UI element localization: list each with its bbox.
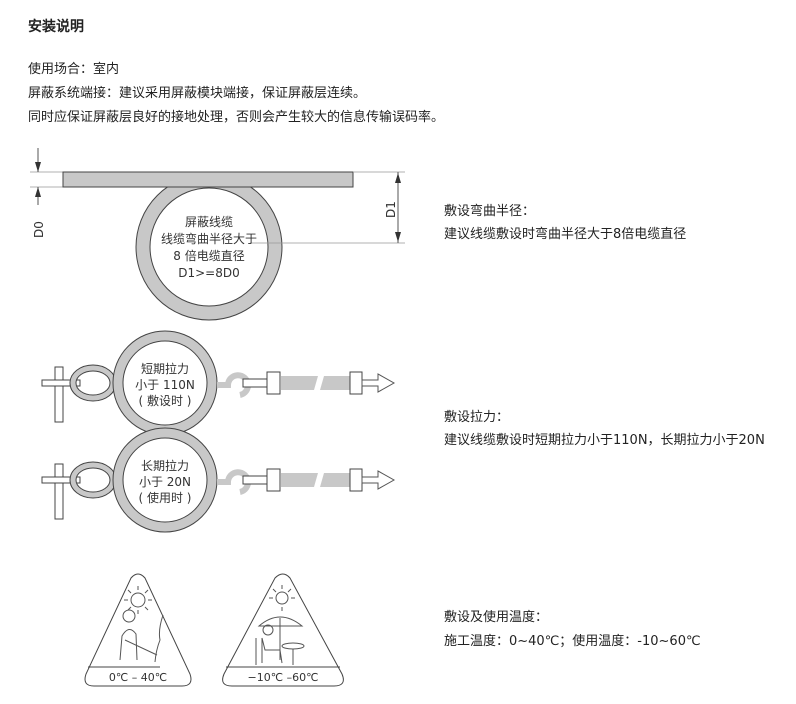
short-line-2: 小于 110N — [135, 378, 195, 392]
tension-desc: 建议线缆敷设时短期拉力小于110N，长期拉力小于20N — [444, 433, 765, 448]
bend-heading: 敷设弯曲半径： — [444, 204, 536, 219]
use-temperature-sign: −10℃ –60℃ — [222, 573, 344, 687]
d0-label: D0 — [32, 221, 46, 238]
install-temperature-sign: 0℃ – 40℃ — [84, 573, 192, 687]
bend-radius-diagram: D0 D1 屏蔽线缆 线缆弯曲半径大于 8 倍电缆直径 D1>=8D0 — [30, 148, 405, 321]
sun-icon — [124, 586, 152, 614]
worker-icon — [119, 609, 164, 663]
circle-line-3: 8 倍电缆直径 — [173, 248, 244, 263]
short-line-3: ( 敷设时 ) — [139, 393, 192, 408]
install-temperature-range: 0℃ – 40℃ — [109, 671, 167, 684]
temperature-heading: 敷设及使用温度： — [444, 610, 549, 625]
long-line-1: 长期拉力 — [141, 458, 189, 473]
long-line-3: ( 使用时 ) — [139, 490, 192, 505]
section-title: 安装说明 — [28, 19, 84, 35]
circle-line-1: 屏蔽线缆 — [185, 215, 233, 229]
intro-line-1: 使用场合：室内 — [28, 62, 120, 77]
long-tension-diagram: 长期拉力 小于 20N ( 使用时 ) — [41, 427, 396, 533]
long-line-2: 小于 20N — [139, 475, 191, 489]
circle-line-4: D1>=8D0 — [178, 266, 240, 280]
short-tension-diagram: 短期拉力 小于 110N ( 敷设时 ) — [41, 330, 396, 436]
short-line-1: 短期拉力 — [141, 361, 189, 376]
sun-icon — [269, 585, 295, 611]
tension-heading: 敷设拉力： — [444, 410, 510, 425]
bend-desc: 建议线缆敷设时弯曲半径大于8倍电缆直径 — [444, 227, 687, 242]
intro-line-3: 同时应保证屏蔽层良好的接地处理，否则会产生较大的信息传输误码率。 — [28, 110, 445, 125]
intro-line-2: 屏蔽系统端接：建议采用屏蔽模块端接，保证屏蔽层连续。 — [28, 86, 367, 101]
use-temperature-range: −10℃ –60℃ — [248, 671, 319, 684]
umbrella-table-icon — [255, 616, 305, 665]
circle-line-2: 线缆弯曲半径大于 — [161, 231, 257, 246]
temperature-desc: 施工温度：0~40℃；使用温度：-10~60℃ — [444, 634, 701, 649]
d1-label: D1 — [384, 201, 398, 218]
